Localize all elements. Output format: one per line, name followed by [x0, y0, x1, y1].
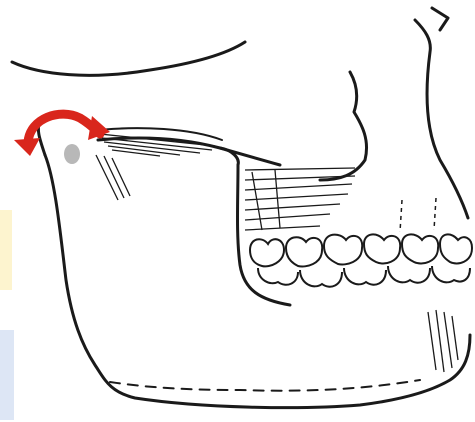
muscle-hatching	[96, 134, 215, 200]
chin-hatching	[428, 310, 458, 372]
zygomatic-arch-line	[12, 42, 245, 75]
left-tint-strip	[0, 210, 12, 290]
teeth-icon	[250, 234, 472, 286]
nasal-tip	[432, 8, 448, 30]
alveolar-marks	[400, 198, 436, 232]
skull-front-outline	[415, 20, 468, 218]
coronoid-tip	[220, 148, 238, 165]
mandible-lower-border-detail	[110, 380, 420, 391]
curved-arrow-icon	[14, 114, 110, 156]
left-blue-strip	[0, 330, 14, 420]
zygomatic-bone-outline	[320, 72, 367, 180]
condyle-shadow	[64, 144, 80, 164]
